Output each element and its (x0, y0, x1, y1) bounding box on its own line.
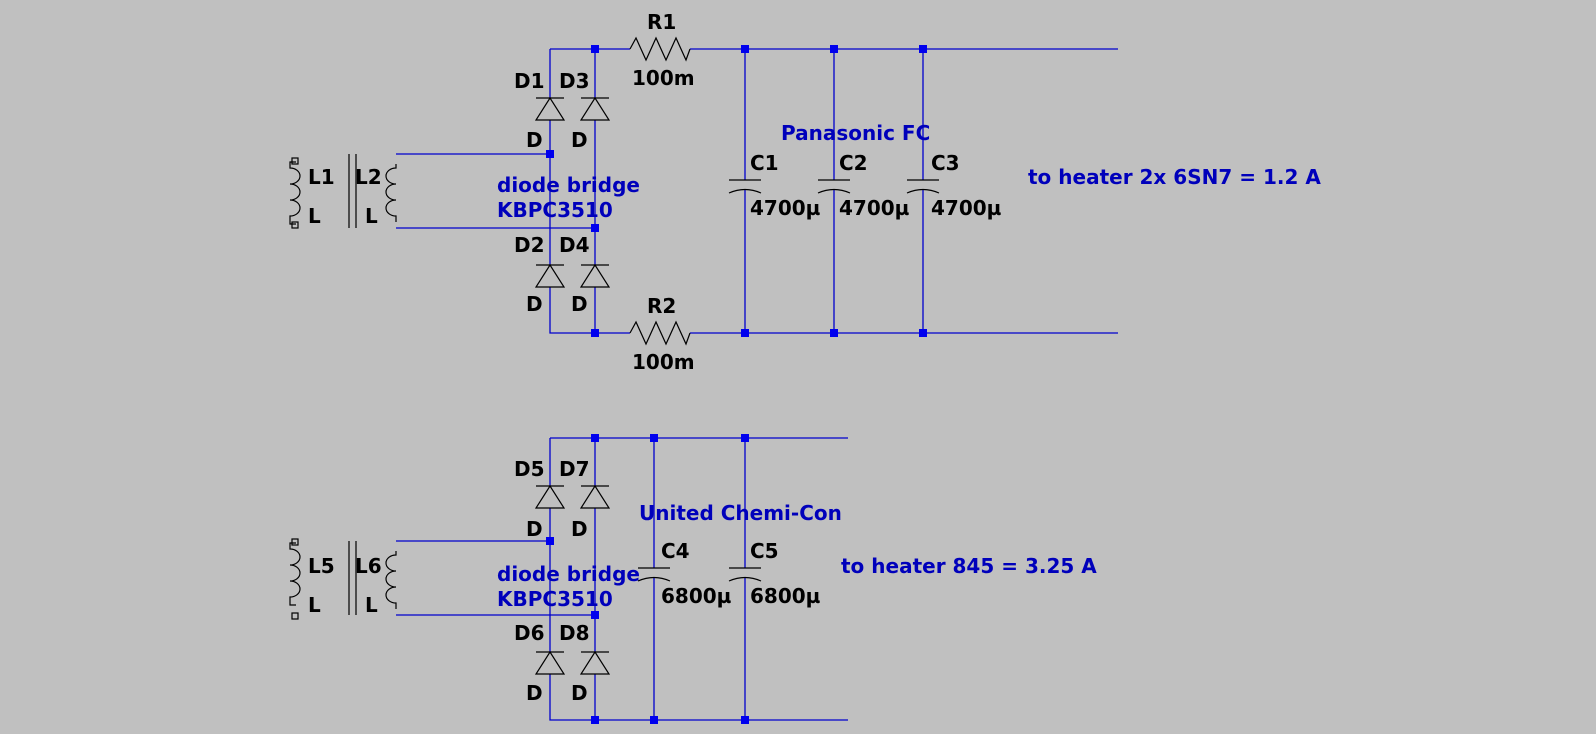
diode-d1[interactable] (534, 96, 566, 121)
inductor-l5-value: L (308, 593, 321, 617)
diode-d2-value: D (526, 292, 543, 316)
inductor-l5-pin-bottom (291, 612, 299, 620)
circuit-2-heater-supply: L5 L L6 L (289, 434, 1097, 724)
resistor-r1-value: 100m (632, 66, 695, 90)
capacitor-c4-value: 6800µ (661, 584, 732, 608)
diode-d2[interactable] (534, 263, 566, 288)
capacitor-c4[interactable] (637, 567, 671, 582)
diode-d6[interactable] (534, 650, 566, 675)
resistor-r2-value: 100m (632, 350, 695, 374)
capacitor-c5-ref: C5 (750, 539, 779, 563)
diode-d7-value: D (571, 517, 588, 541)
circuit-1-heater-supply: L1 L L2 L (289, 10, 1321, 374)
inductor-l1-pin-bottom (291, 221, 299, 229)
diode-d8-value: D (571, 681, 588, 705)
capacitor-c1[interactable] (728, 179, 762, 194)
diode-d8[interactable] (579, 650, 611, 675)
diode-d4-ref: D4 (559, 233, 590, 257)
diode-d2-ref: D2 (514, 233, 545, 257)
resistor-r2-ref: R2 (647, 294, 676, 318)
capacitor-c4-ref: C4 (661, 539, 690, 563)
diode-d3-value: D (571, 128, 588, 152)
diode-d6-ref: D6 (514, 621, 545, 645)
capacitor-c2[interactable] (817, 179, 851, 194)
bridge-note-line1: diode bridge (497, 173, 640, 197)
diode-d5[interactable] (534, 484, 566, 509)
diode-d3-ref: D3 (559, 69, 590, 93)
inductor-l1-coil[interactable] (289, 161, 301, 225)
capacitor-c1-value: 4700µ (750, 196, 821, 220)
inductor-l1-value: L (308, 204, 321, 228)
inductor-l2-coil[interactable] (385, 164, 397, 222)
load-note: to heater 2x 6SN7 = 1.2 A (1028, 165, 1321, 189)
diode-d1-ref: D1 (514, 69, 545, 93)
inductor-l6-ref: L6 (355, 554, 382, 578)
inductor-l2-value: L (365, 204, 378, 228)
capacitor-c5-value: 6800µ (750, 584, 821, 608)
inductor-l6-value: L (365, 593, 378, 617)
resistor-r1[interactable] (629, 36, 691, 62)
capacitor-c2-value: 4700µ (839, 196, 910, 220)
circuit-1-junctions (546, 45, 927, 337)
transformer-l5-l6 (289, 538, 397, 620)
resistor-r1-ref: R1 (647, 10, 676, 34)
diode-d8-ref: D8 (559, 621, 590, 645)
inductor-l5-pin-top (291, 538, 299, 546)
inductor-l1-pin-top (291, 157, 299, 165)
inductor-l1-ref: L1 (308, 165, 335, 189)
capacitor-c5[interactable] (728, 567, 762, 582)
diode-d7[interactable] (579, 484, 611, 509)
transformer-l1-l2 (289, 154, 397, 229)
inductor-l5-coil[interactable] (289, 542, 301, 606)
capacitor-c3[interactable] (906, 179, 940, 194)
diode-d6-value: D (526, 681, 543, 705)
bridge-note-line2: KBPC3510 (497, 198, 613, 222)
bridge-note-line2: KBPC3510 (497, 587, 613, 611)
bridge-note-line1: diode bridge (497, 562, 640, 586)
diode-d4[interactable] (579, 263, 611, 288)
diode-d5-ref: D5 (514, 457, 545, 481)
capacitor-c3-value: 4700µ (931, 196, 1002, 220)
diode-d7-ref: D7 (559, 457, 590, 481)
load-note: to heater 845 = 3.25 A (841, 554, 1097, 578)
capacitor-brand-note: Panasonic FC (781, 121, 930, 145)
inductor-l6-coil[interactable] (385, 551, 397, 609)
diode-d3[interactable] (579, 96, 611, 121)
inductor-l5-ref: L5 (308, 554, 335, 578)
circuit-2-wires (396, 437, 848, 721)
circuit-2-junctions (546, 434, 749, 724)
capacitor-c2-ref: C2 (839, 151, 868, 175)
capacitor-c1-ref: C1 (750, 151, 779, 175)
diode-d5-value: D (526, 517, 543, 541)
circuit-1-wires (396, 48, 1118, 334)
diode-d4-value: D (571, 292, 588, 316)
resistor-r2[interactable] (629, 320, 691, 346)
diode-d1-value: D (526, 128, 543, 152)
capacitor-brand-note: United Chemi-Con (639, 501, 842, 525)
inductor-l2-ref: L2 (355, 165, 382, 189)
capacitor-c3-ref: C3 (931, 151, 960, 175)
